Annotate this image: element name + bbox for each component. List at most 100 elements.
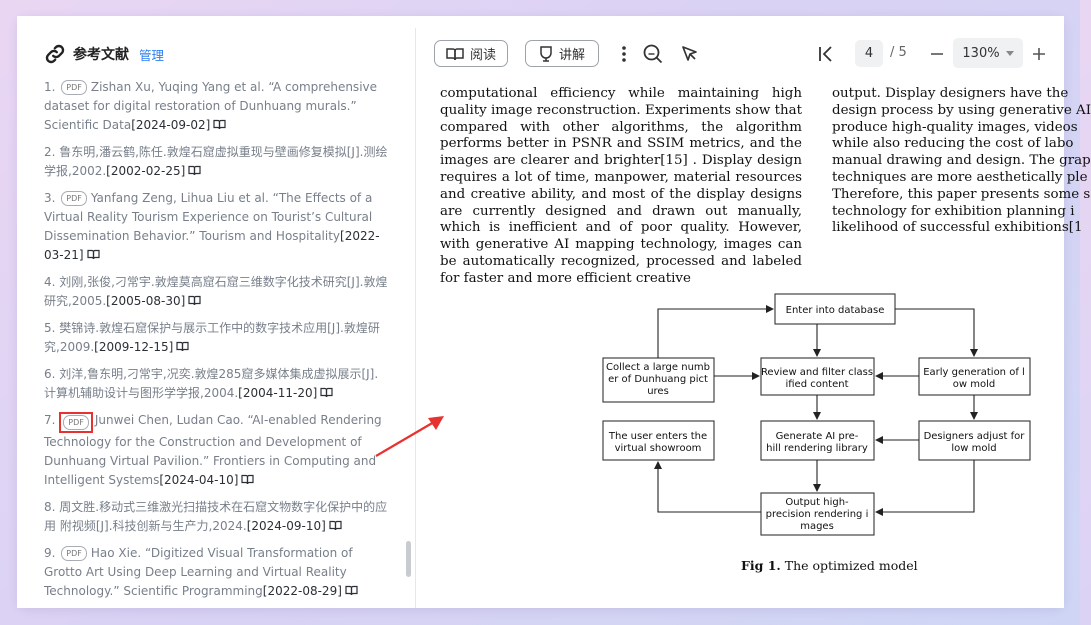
lightbulb-icon [540,45,552,62]
reference-item[interactable]: 5. 樊锦诗.敦煌石窟保护与展示工作中的数字技术应用[J].敦煌研究,2009.… [44,319,389,357]
reference-number: 6. [44,367,56,381]
book-icon[interactable] [329,520,342,531]
label-user-2: virtual showroom [615,443,702,454]
manage-link[interactable]: 管理 [139,47,165,63]
chevron-down-icon [1005,50,1014,56]
reference-date: [2022-03-21] [44,229,380,262]
reference-date: [2009-12-15] [94,340,174,354]
link-icon [45,44,65,64]
reference-item[interactable]: 2. 鲁东明,潘云鹤,陈任.敦煌石窟虚拟重现与壁画修复模拟[J].测绘学报,20… [44,143,389,181]
reference-date: [2024-09-10] [246,519,326,533]
reference-date: [2005-08-30] [106,294,186,308]
reference-item[interactable]: 6. 刘洋,鲁东明,刁常宇,况奕.敦煌285窟多媒体集成虚拟展示[J].计算机辅… [44,365,389,403]
reference-number: 5. [44,321,56,335]
pdf-badge[interactable]: PDF [63,415,89,430]
reference-item[interactable]: 8. 周文胜.移动式三维激光扫描技术在石窟文物数字化保护中的应用 附视频[J].… [44,498,389,536]
zoom-in-icon[interactable] [1029,44,1049,64]
reference-date: [2004-11-20] [238,386,318,400]
label-designers-1: Designers adjust for [924,431,1026,442]
book-icon[interactable] [188,295,201,306]
label-enter-database: Enter into database [786,305,885,316]
caption-label: Fig 1. [741,558,781,573]
label-review-2: ified content [785,379,848,390]
reference-number: 3. [44,191,56,205]
reference-date: [2024-04-10] [159,473,239,487]
scrollbar[interactable] [406,541,411,577]
reference-date: [2022-08-29] [262,584,342,598]
pdf-badge[interactable]: PDF [61,546,87,561]
explain-button[interactable]: 讲解 [525,40,599,67]
zoom-select[interactable]: 130% [953,38,1023,68]
page-number-input[interactable]: 4 [855,40,883,67]
paper-line: Therefore, this paper presents some s [832,186,1091,202]
page-total: / 5 [890,45,907,60]
pdf-badge[interactable]: PDF [61,80,87,95]
reference-text: Zishan Xu, Yuqing Yang et al. “A compreh… [44,80,378,132]
paper-column-left: computational efficiency while maintaini… [440,86,802,286]
panel-divider [415,28,416,608]
figure-caption: Fig 1. The optimized model [741,558,918,573]
reference-text: 周文胜.移动式三维激光扫描技术在石窟文物数字化保护中的应用 附视频[J].科技创… [44,500,388,533]
reference-number: 8. [44,500,56,514]
more-options-icon[interactable] [614,44,634,64]
book-icon[interactable] [213,119,226,130]
zoom-out-icon[interactable] [927,44,947,64]
first-page-icon[interactable] [816,44,836,64]
paper-line: techniques are more aesthetically ple [832,169,1088,185]
pdf-badge[interactable]: PDF [61,191,87,206]
cursor-select-icon[interactable] [680,44,700,64]
explain-label: 讲解 [558,48,585,63]
references-header: 参考文献 管理 [44,43,164,65]
paper-line: manual drawing and design. The grap [832,153,1091,169]
read-label: 阅读 [469,48,496,63]
references-title: 参考文献 [73,47,129,63]
book-icon[interactable] [345,585,358,596]
reference-number: 7. [44,413,56,427]
box-output [760,492,875,536]
book-icon[interactable] [86,249,100,260]
zoom-value: 130% [962,45,1000,61]
reference-item[interactable]: 4. 刘刚,张俊,刁常宇.敦煌莫高窟石窟三维数字化技术研究[J].敦煌研究,20… [44,273,389,311]
label-collect-2: er of Dunhuang pict [608,374,708,385]
pdf-highlight-box: PDF [59,412,93,433]
label-generate-2: hill rendering library [766,443,868,454]
label-collect-1: Collect a large numb [606,362,710,373]
book-icon[interactable] [241,474,255,485]
book-icon[interactable] [188,165,201,176]
paper-line: design process by using generative AI [832,102,1091,118]
reference-text: Junwei Chen, Ludan Cao. “AI-enabled Rend… [44,413,382,487]
caption-text: The optimized model [780,558,918,573]
label-early-2: ow mold [953,379,995,390]
label-output-1: Output high- [785,497,849,508]
box-user [602,420,715,461]
label-output-2: precision rendering i [766,509,869,520]
label-collect-3: ures [647,386,669,397]
reference-number: 1. [44,80,56,94]
reference-text: 樊锦诗.敦煌石窟保护与展示工作中的数字技术应用[J].敦煌研究,2009. [44,321,380,354]
label-review-1: Review and filter class [761,367,873,378]
reference-text: 刘洋,鲁东明,刁常宇,况奕.敦煌285窟多媒体集成虚拟展示[J].计算机辅助设计… [44,367,379,400]
reference-text: 鲁东明,潘云鹤,陈任.敦煌石窟虚拟重现与壁画修复模拟[J].测绘学报,2002. [44,145,388,178]
label-user-1: The user enters the [608,431,707,442]
paper-line: likelihood of successful exhibitions[1 [832,220,1083,236]
book-icon[interactable] [320,387,333,398]
book-icon[interactable] [176,341,189,352]
paper-line: produce high-quality images, videos [832,119,1078,135]
paper-line: technology for exhibition planning i [832,203,1075,219]
reader-toolbar: 阅读 讲解 4 / 5 130% [416,16,1064,76]
reference-text: 刘刚,张俊,刁常宇.敦煌莫高窟石窟三维数字化技术研究[J].敦煌研究,2005. [44,275,388,308]
read-button[interactable]: 阅读 [434,40,508,67]
reference-date: [2024-09-02] [131,118,211,132]
search-icon[interactable] [642,43,664,65]
reference-number: 4. [44,275,56,289]
document-viewer[interactable]: computational efficiency while maintaini… [416,76,1091,608]
label-generate-1: Generate AI pre- [776,431,859,442]
label-early-1: Early generation of l [923,367,1025,378]
